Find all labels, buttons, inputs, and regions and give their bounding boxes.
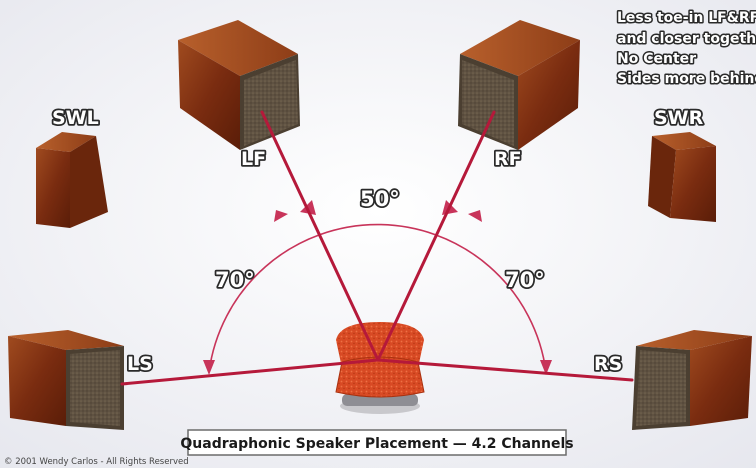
caption-text: Quadraphonic Speaker Placement — 4.2 Cha…: [180, 436, 573, 452]
rf-label: RF: [494, 148, 522, 170]
angle-left-label: 70°: [215, 268, 255, 292]
line-ls: [120, 358, 380, 386]
line-lf: [260, 110, 380, 362]
swr-speaker: [648, 132, 716, 222]
lf-label: LF: [241, 148, 266, 170]
arrow-rf-right: [468, 210, 482, 222]
swl-label: SWL: [52, 107, 99, 129]
arrow-ls: [203, 360, 215, 375]
caption-box: Quadraphonic Speaker Placement — 4.2 Cha…: [180, 429, 574, 456]
listening-arc: [208, 223, 547, 373]
ls-label: LS: [127, 353, 153, 375]
rs-label: RS: [594, 353, 622, 375]
lf-speaker: [178, 20, 300, 150]
swr-label: SWR: [654, 107, 704, 129]
rs-speaker: [632, 330, 752, 430]
ls-speaker: [8, 330, 124, 430]
line-rs: [376, 358, 634, 382]
listener-chair: [335, 322, 425, 414]
swl-speaker: [36, 132, 108, 228]
arrow-rs: [540, 360, 552, 375]
copyright-text: © 2001 Wendy Carlos - All Rights Reserve…: [4, 457, 189, 467]
speaker-lines: [120, 110, 634, 386]
note-line-3: No Center: [617, 51, 696, 67]
line-rf: [376, 110, 496, 362]
note-line-4: Sides more behind: [617, 71, 756, 87]
note-line-2: and closer together: [617, 31, 756, 47]
note-line-1: Less toe-in LF&RF: [617, 10, 756, 26]
angle-arcs: [208, 223, 547, 373]
angle-front-label: 50°: [360, 187, 400, 211]
angle-right-label: 70°: [505, 268, 545, 292]
rf-speaker: [458, 20, 580, 150]
arrow-lf-left: [274, 210, 288, 222]
